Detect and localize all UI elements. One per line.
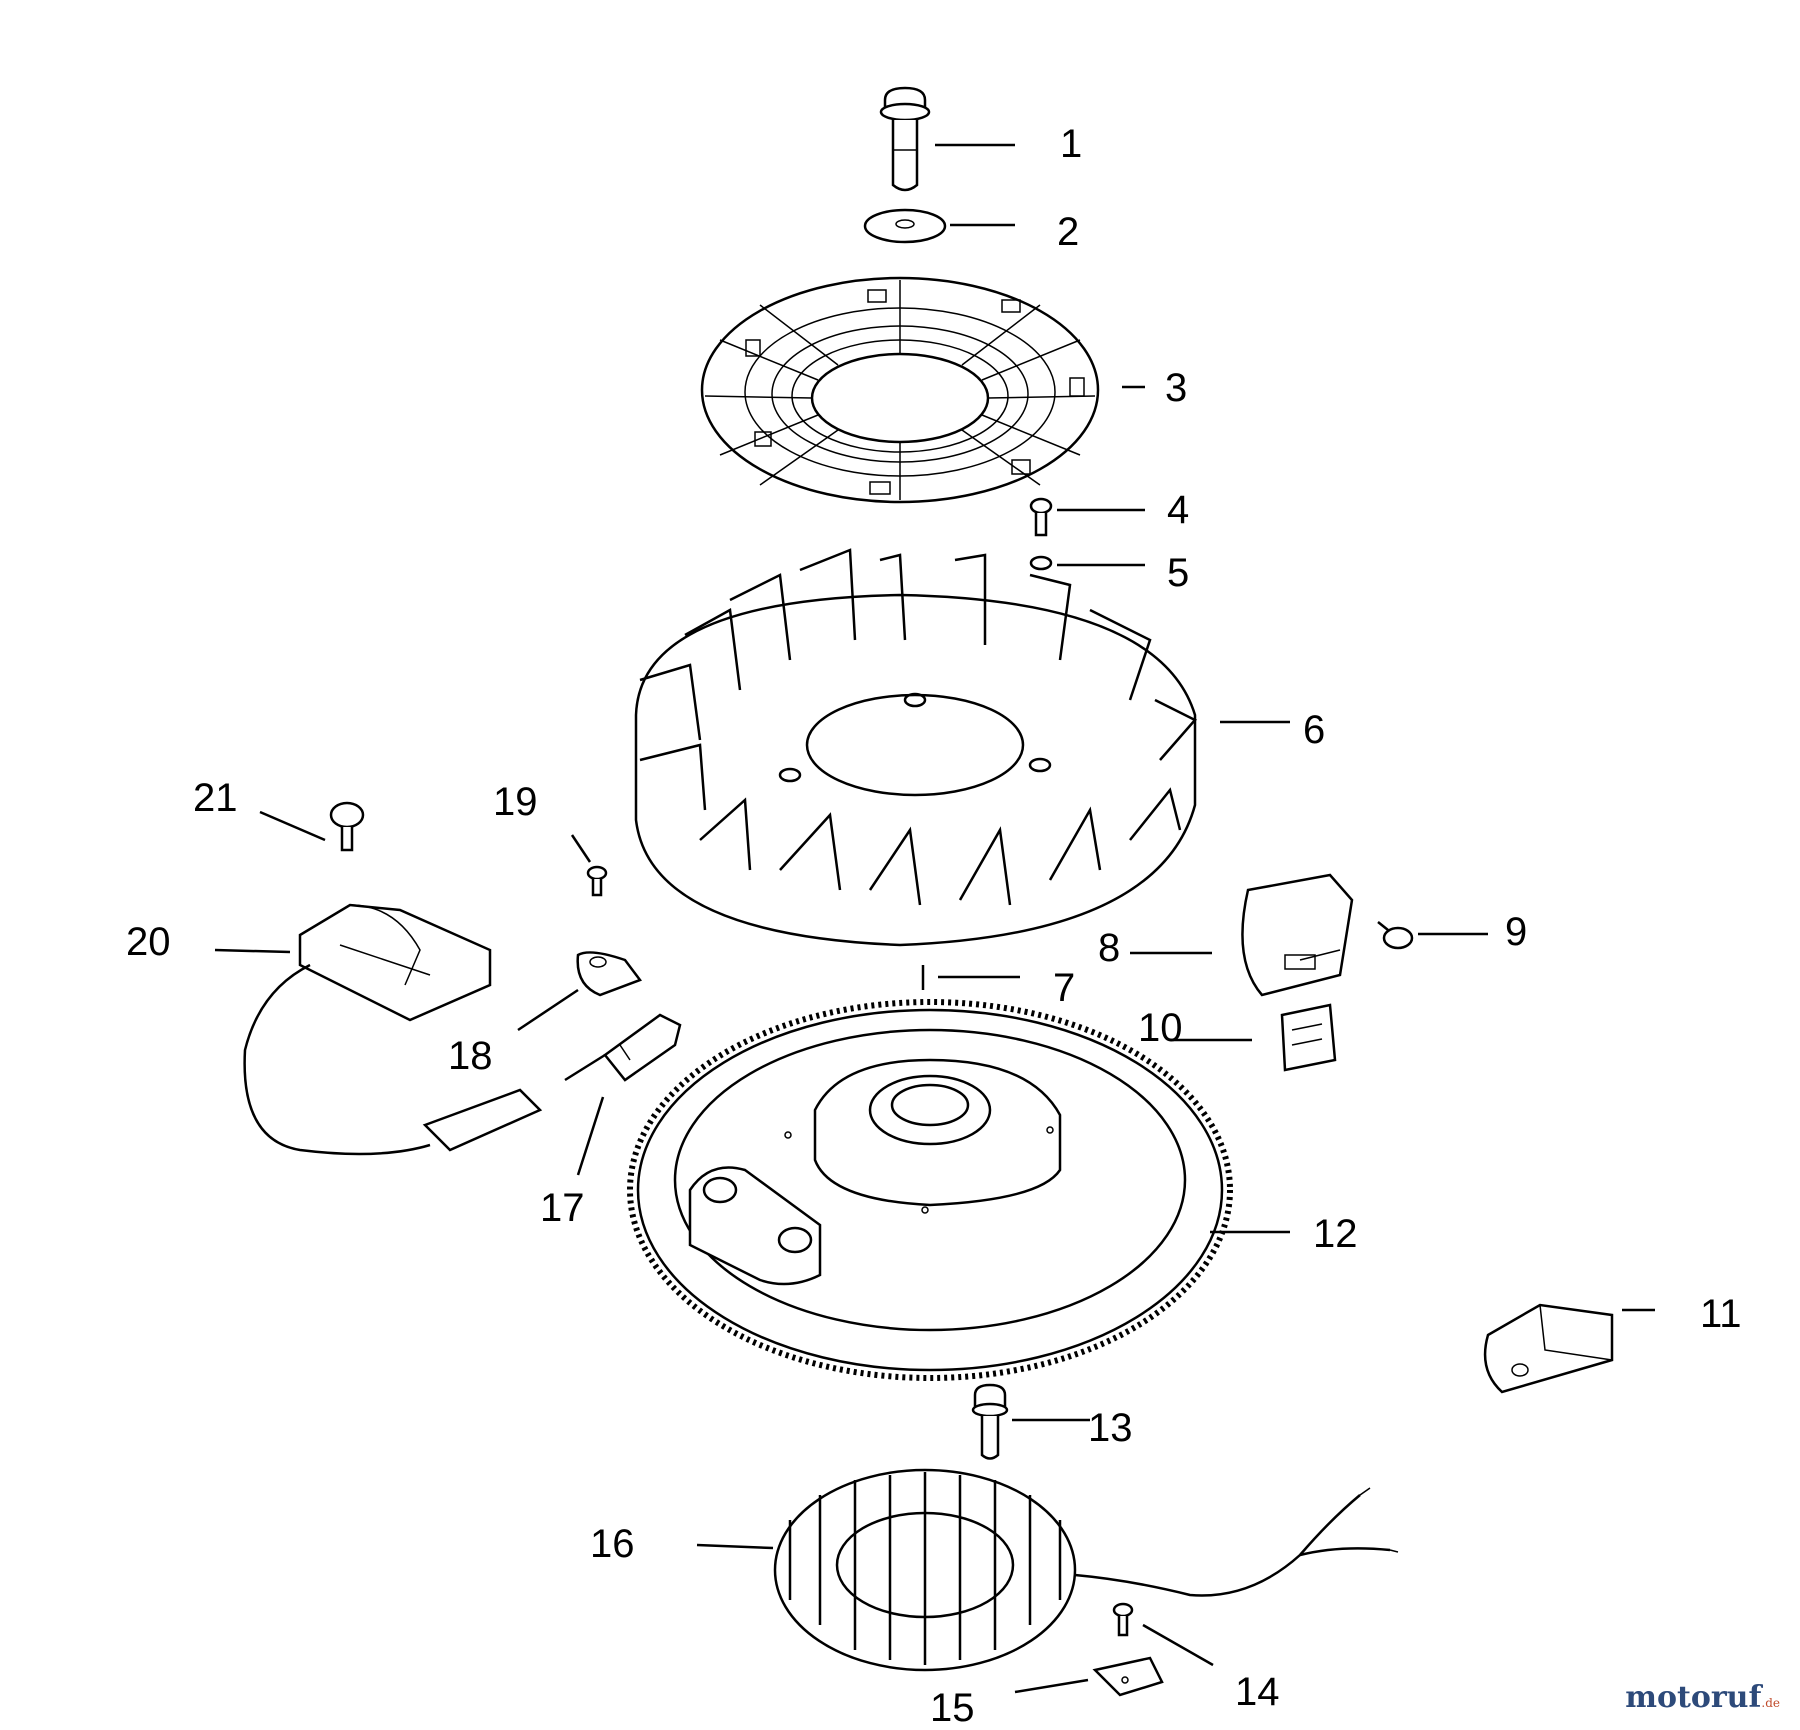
part-15-clip [1092, 1656, 1164, 1697]
leader-lines [214, 143, 1655, 1694]
part-3-disc [700, 276, 1100, 504]
part-18-terminal [576, 951, 643, 997]
part-10-plate [1280, 1003, 1337, 1072]
leader-17 [576, 1096, 605, 1176]
label-part-14: 14 [1235, 1670, 1280, 1714]
part-21-screw [329, 801, 365, 852]
part-2-washer [863, 208, 947, 244]
leader-20 [214, 948, 291, 954]
label-part-21: 21 [193, 776, 238, 820]
leader-16 [696, 1543, 774, 1550]
label-part-18: 18 [448, 1034, 493, 1078]
label-part-17: 17 [540, 1186, 585, 1230]
watermark-logo: motoruf.de [1625, 1680, 1780, 1715]
label-part-3: 3 [1165, 366, 1188, 410]
label-part-19: 19 [493, 780, 538, 824]
leader-21 [259, 810, 326, 842]
label-part-16: 16 [590, 1522, 635, 1566]
label-part-2: 2 [1057, 210, 1080, 254]
label-part-6: 6 [1303, 708, 1326, 752]
label-part-20: 20 [126, 920, 171, 964]
part-9-screw [1377, 921, 1414, 950]
label-part-7: 7 [1053, 966, 1076, 1010]
label-part-10: 10 [1138, 1006, 1183, 1050]
leader-19 [570, 834, 592, 863]
part-5-lockwasher [1029, 555, 1053, 571]
part-16-stator [773, 1468, 1399, 1672]
label-part-5: 5 [1167, 551, 1190, 595]
part-8-magnet [1241, 873, 1354, 997]
part-1-bolt [879, 86, 931, 192]
part-11-block [1483, 1303, 1614, 1394]
label-part-11: 11 [1700, 1292, 1742, 1336]
part-19-screw [586, 865, 608, 897]
label-part-8: 8 [1098, 926, 1121, 970]
part-12-flywheel [627, 999, 1233, 1381]
label-part-9: 9 [1505, 910, 1528, 954]
label-part-1: 1 [1060, 122, 1083, 166]
part-20-ignition-module [243, 903, 543, 1156]
part-13-bolt [971, 1383, 1009, 1460]
watermark-tld: .de [1761, 1696, 1780, 1710]
watermark-name: motoruf [1625, 1680, 1762, 1715]
leader-14 [1142, 1623, 1214, 1667]
part-17-connector [564, 1013, 682, 1082]
part-4-screw [1029, 497, 1053, 537]
label-part-15: 15 [930, 1686, 975, 1730]
label-part-13: 13 [1088, 1406, 1133, 1450]
label-part-12: 12 [1313, 1212, 1358, 1256]
label-part-4: 4 [1167, 488, 1190, 532]
leader-15 [1014, 1678, 1089, 1694]
leader-18 [517, 988, 579, 1032]
part-14-screw [1112, 1602, 1134, 1637]
part-6-fan [634, 548, 1198, 947]
